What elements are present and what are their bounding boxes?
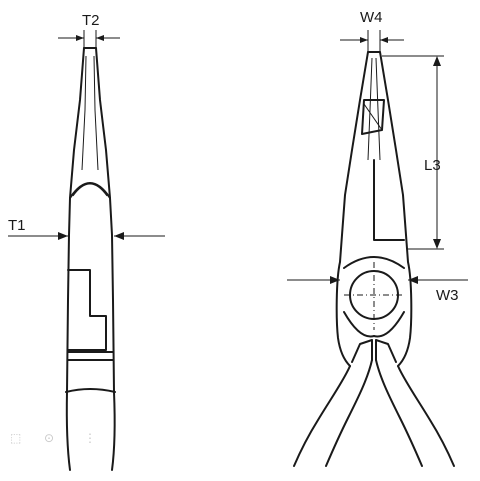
side-view-handle bbox=[65, 391, 116, 471]
svg-text:⊙: ⊙ bbox=[44, 431, 54, 445]
front-view-tip-groove bbox=[367, 57, 381, 161]
front-view-right-handle bbox=[375, 359, 455, 467]
svg-text:⬚: ⬚ bbox=[10, 431, 21, 445]
dimension-w3: W3 bbox=[287, 276, 468, 304]
side-view-joint-cap bbox=[69, 182, 111, 199]
side-view-joint-step bbox=[67, 269, 107, 351]
t2-label: T2 bbox=[82, 12, 100, 29]
dimension-w4: W4 bbox=[340, 9, 404, 52]
w4-label: W4 bbox=[360, 9, 383, 26]
side-view-handle-cap bbox=[65, 388, 116, 393]
front-view-joint-arc bbox=[343, 256, 405, 269]
dimension-l3: L3 bbox=[382, 55, 444, 250]
svg-text:⋮: ⋮ bbox=[84, 431, 96, 445]
side-view-joint-cap-inner bbox=[72, 183, 108, 197]
front-view-jaw-outline bbox=[335, 51, 413, 367]
side-view-handle-start bbox=[67, 351, 114, 361]
dimension-t1: T1 bbox=[8, 217, 165, 240]
l3-label: L3 bbox=[424, 157, 441, 174]
dimension-t2: T2 bbox=[58, 12, 120, 50]
side-view-tip-inner bbox=[81, 55, 99, 171]
front-view-jaw-split bbox=[373, 159, 405, 241]
front-view-joint-lower bbox=[343, 311, 405, 338]
front-view-left-handle bbox=[293, 359, 373, 467]
t1-label: T1 bbox=[8, 217, 26, 234]
w3-label: W3 bbox=[436, 287, 459, 304]
pliers-front-view bbox=[293, 51, 455, 467]
pliers-side-view bbox=[65, 47, 116, 471]
watermark-icons: ⬚ ⊙ ⋮ bbox=[10, 431, 96, 445]
front-view-cutter bbox=[351, 339, 397, 363]
